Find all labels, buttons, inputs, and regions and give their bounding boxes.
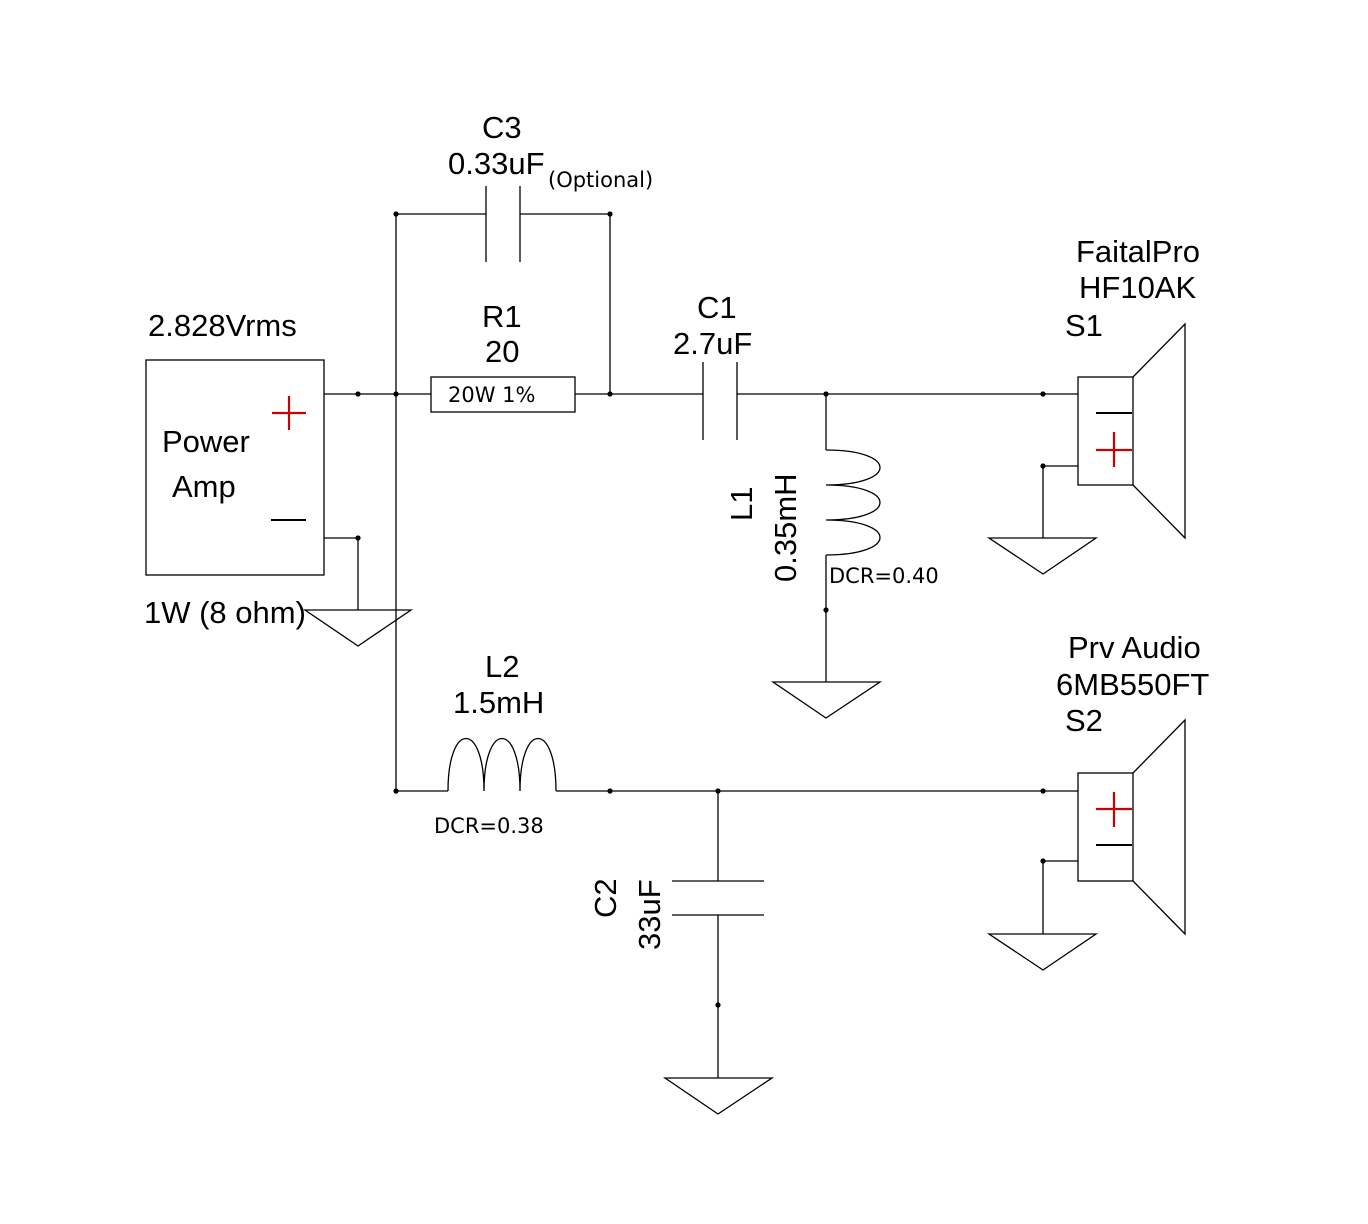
l1-dcr: DCR=0.40: [829, 564, 939, 588]
r1-ref: R1: [482, 299, 522, 334]
power-amp-plus-icon: [272, 396, 306, 430]
s1-magnet: [1077, 376, 1134, 486]
s1-cone: [1132, 322, 1186, 540]
s2-cone: [1132, 718, 1186, 936]
r1-body: [430, 376, 576, 413]
inductor-l2: L2 1.5mH DCR=0.38: [434, 649, 557, 838]
capacitor-c3: C3 0.33uF (Optional): [448, 110, 653, 262]
s2-brand: Prv Audio: [1068, 630, 1201, 665]
amp-ground-wire: [324, 537, 359, 610]
c2-ref: C2: [588, 878, 623, 918]
power-amp-box: [145, 359, 325, 576]
c2-ground-icon: [662, 1077, 775, 1115]
l2-dcr: DCR=0.38: [434, 814, 544, 838]
l1-ground-icon: [770, 681, 883, 719]
s1-brand: FaitalPro: [1076, 234, 1200, 269]
c1-ref: C1: [697, 290, 737, 325]
s2-ref: S2: [1065, 703, 1103, 738]
power-amp: 2.828Vrms Power Amp 1W (8 ohm): [144, 308, 414, 647]
l1-coil: [825, 449, 881, 556]
s1-ground-icon: [986, 537, 1099, 575]
capacitor-c1: C1 2.7uF: [673, 290, 752, 440]
power-amp-rating: 1W (8 ohm): [144, 595, 306, 630]
l1-ref: L1: [724, 487, 759, 521]
junction-dots: [355, 211, 1046, 1008]
c1-value: 2.7uF: [673, 326, 752, 361]
r1-value: 20: [485, 334, 519, 369]
c3-value: 0.33uF: [448, 146, 545, 181]
c3-note: (Optional): [548, 168, 653, 192]
s1-ref: S1: [1065, 308, 1103, 343]
capacitor-c2: C2 33uF: [588, 878, 775, 1115]
s1-model: HF10AK: [1079, 270, 1196, 305]
c2-value: 33uF: [632, 879, 667, 950]
power-amp-name-line2: Amp: [172, 469, 236, 504]
r1-body-label: 20W 1%: [448, 383, 535, 407]
amp-ground-icon: [302, 609, 414, 647]
speaker-s1: FaitalPro HF10AK S1: [986, 234, 1200, 575]
s1-plus-icon: [1096, 432, 1132, 467]
speaker-s2: Prv Audio 6MB550FT S2: [986, 630, 1209, 971]
power-amp-name-line1: Power: [162, 424, 250, 459]
l2-coil: [447, 737, 557, 792]
c3-ref: C3: [482, 110, 522, 145]
s2-model: 6MB550FT: [1056, 667, 1209, 702]
l1-value: 0.35mH: [768, 473, 803, 582]
power-amp-voltage: 2.828Vrms: [148, 308, 297, 343]
s2-magnet: [1077, 772, 1134, 882]
resistor-r1: 20W 1% R1 20: [430, 299, 576, 413]
inductor-l1: L1 0.35mH DCR=0.40: [724, 449, 939, 719]
l2-ref: L2: [485, 649, 519, 684]
l2-value: 1.5mH: [453, 685, 544, 720]
s2-ground-icon: [986, 933, 1099, 971]
s2-plus-icon: [1096, 792, 1132, 827]
